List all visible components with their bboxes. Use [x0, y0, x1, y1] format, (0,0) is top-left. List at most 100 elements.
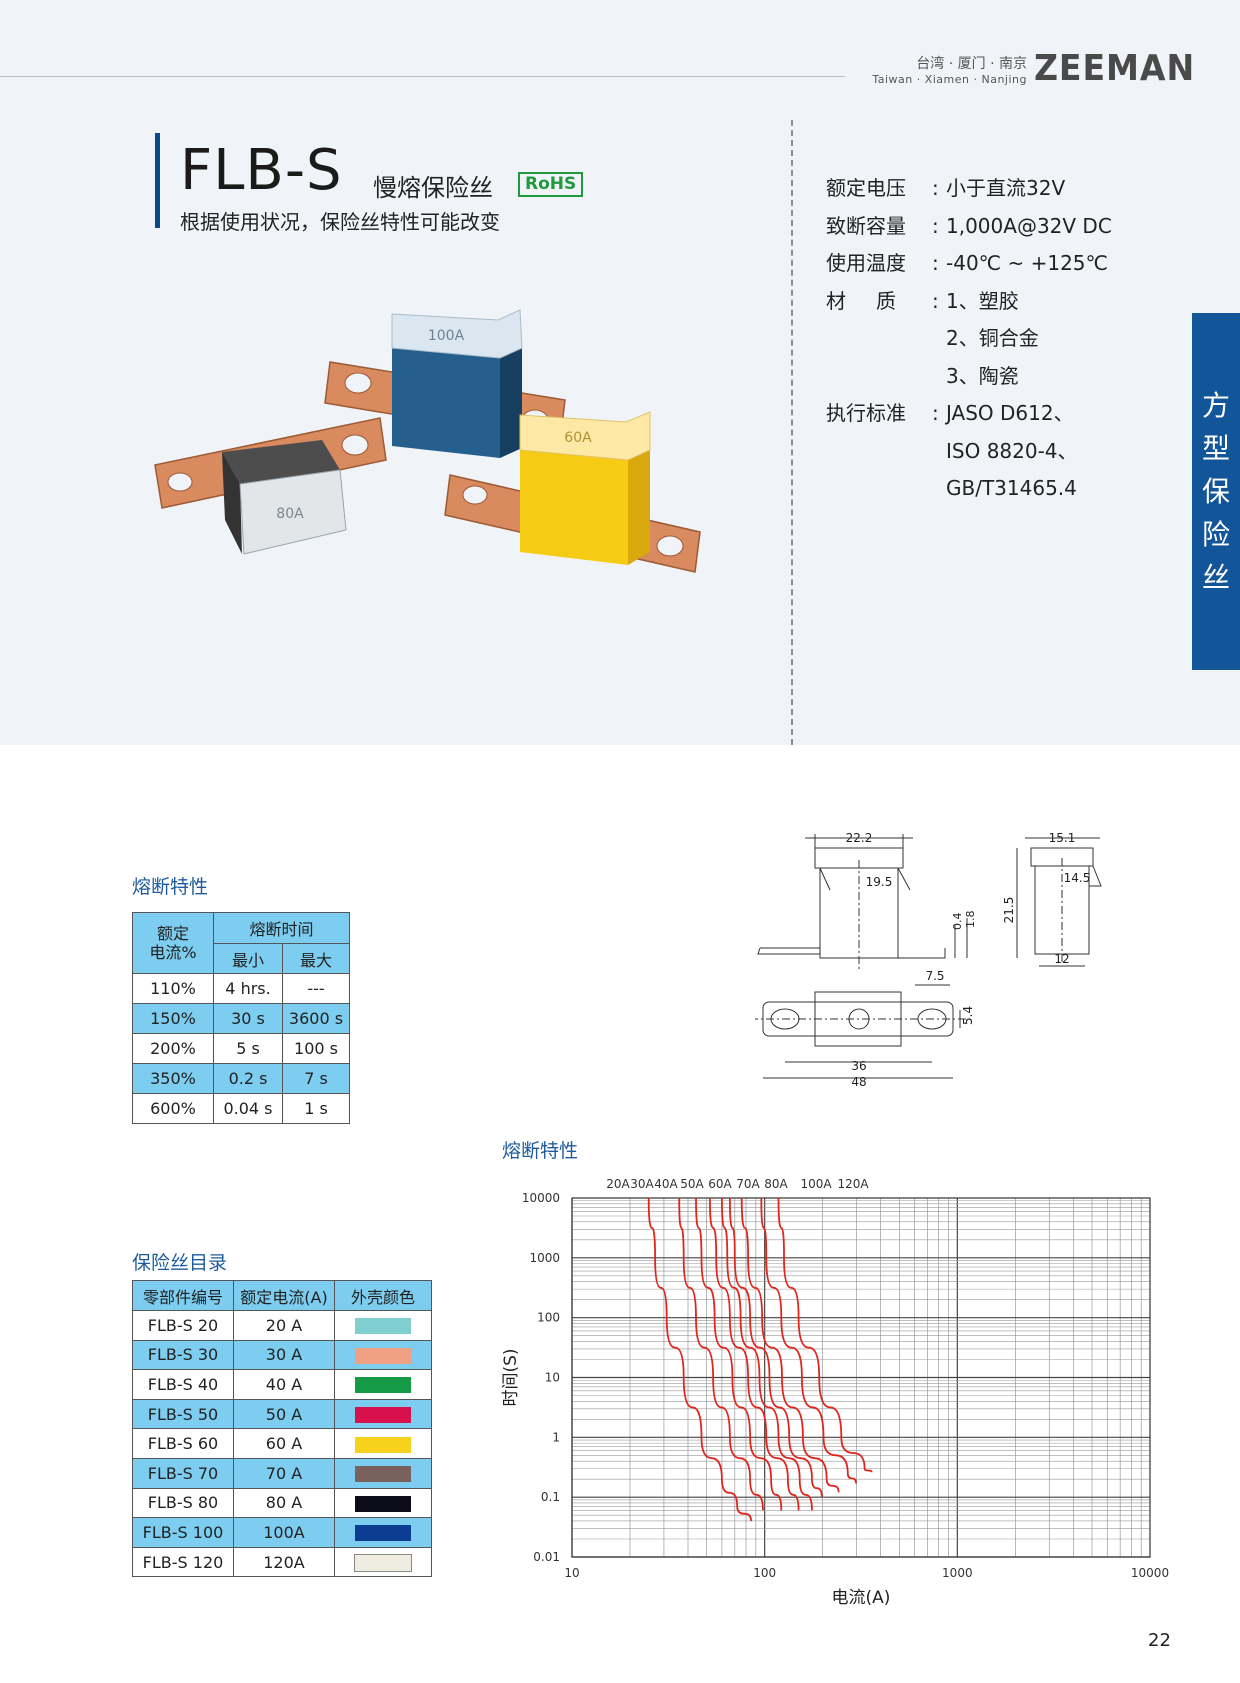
title-accent-bar	[155, 133, 160, 228]
cell-part: FLB-S 20	[132, 1310, 234, 1341]
series-label-30A: 30A	[630, 1177, 654, 1191]
y-tick-label: 100	[537, 1311, 560, 1325]
cell-part: FLB-S 30	[132, 1339, 234, 1371]
color-swatch	[355, 1377, 411, 1394]
color-swatch	[355, 1466, 411, 1483]
cell-color	[334, 1398, 432, 1430]
cell-current: 60 A	[233, 1428, 335, 1459]
rohs-badge: RoHS	[518, 172, 584, 197]
series-line-70A	[729, 1197, 823, 1498]
table-row: 110%4 hrs.---	[132, 973, 350, 1004]
y-tick-label: 1	[552, 1430, 560, 1444]
spec-value: 小于直流32V	[946, 176, 1066, 200]
spec-row: 3、陶瓷	[826, 358, 1112, 396]
color-swatch	[355, 1318, 411, 1335]
subtitle: 根据使用状况，保险丝特性可能改变	[180, 210, 500, 234]
spec-value: 1、塑胶	[946, 288, 1019, 313]
brand-logo: ZEEMAN	[1034, 48, 1196, 89]
fusing-table-heading: 熔断特性	[132, 876, 209, 898]
color-swatch	[355, 1436, 411, 1453]
spec-value: JASO D612、	[946, 401, 1074, 425]
chart-heading: 熔断特性	[502, 1140, 579, 1162]
cell-rated: 110%	[132, 973, 214, 1004]
fuse-label-80a: 80A	[276, 506, 304, 522]
cell-rated: 350%	[132, 1063, 214, 1094]
dim-side-width: 15.1	[1049, 831, 1076, 845]
spec-value: ISO 8820-4、	[946, 438, 1078, 463]
spec-label: 使用温度	[826, 251, 906, 275]
dim-slot: 7.5	[925, 969, 944, 983]
cell-min: 0.2 s	[213, 1063, 283, 1094]
product-name: 慢熔保险丝	[373, 174, 493, 202]
spec-label: 执行标准	[826, 401, 906, 425]
cell-color	[334, 1339, 432, 1371]
divider-dashed	[791, 120, 793, 745]
cell-max: ---	[282, 973, 350, 1004]
y-tick-label: 10	[545, 1371, 560, 1385]
cell-max: 3600 s	[282, 1003, 350, 1034]
y-tick-label: 0.01	[533, 1550, 560, 1564]
cell-part: FLB-S 100	[132, 1517, 234, 1548]
spec-row: 使用温度:-40℃ ~ +125℃	[826, 245, 1112, 283]
dim-pitch: 36	[851, 1059, 866, 1073]
product-photo: 100A 80A 60A	[154, 309, 701, 573]
cities-en: Taiwan · Xiamen · Nanjing	[872, 73, 1027, 86]
category-char: 方	[1201, 389, 1230, 422]
series-label-100A: 100A	[800, 1177, 832, 1191]
spec-row: GB/T31465.4	[826, 470, 1112, 508]
cell-part: FLB-S 50	[132, 1398, 234, 1430]
cities-cn: 台湾 · 厦门 · 南京	[916, 56, 1027, 72]
cell-current: 40 A	[233, 1369, 335, 1400]
spec-label: 额定电压	[826, 176, 906, 200]
catalog-table-heading: 保险丝目录	[132, 1252, 228, 1274]
cell-part: FLB-S 60	[132, 1428, 234, 1459]
color-swatch	[355, 1525, 411, 1542]
color-swatch	[355, 1495, 411, 1512]
cell-min: 30 s	[213, 1003, 283, 1034]
cell-current: 80 A	[233, 1487, 335, 1519]
category-char: 丝	[1201, 561, 1230, 594]
dim-front-t1: 0.4	[951, 913, 964, 931]
spec-row: 材质:1、塑胶	[826, 283, 1112, 321]
spec-value: 3、陶瓷	[946, 363, 1019, 388]
header-rule	[0, 76, 845, 77]
cell-color	[334, 1369, 432, 1400]
series-label-20A: 20A	[606, 1177, 630, 1191]
series-line-100A	[760, 1197, 857, 1484]
cell-color	[334, 1457, 432, 1489]
series-label-80A: 80A	[764, 1177, 788, 1191]
cell-part: FLB-S 40	[132, 1369, 234, 1400]
x-axis-label: 电流(A)	[832, 1588, 891, 1608]
cell-min: 4 hrs.	[213, 973, 283, 1004]
fusing-table: 额定 电流% 熔断时间 最小 最大 110%4 hrs.--- 150%30 s…	[132, 912, 350, 1124]
header-rated: 额定 电流%	[132, 912, 214, 974]
category-char: 险	[1201, 518, 1230, 551]
spec-row: 2、铜合金	[826, 320, 1112, 358]
category-char: 保	[1201, 475, 1230, 508]
page-number: 22	[1148, 1630, 1171, 1651]
dimension-drawing: 22.2 19.5 0.4 1.8 15.1 14.5 21.5 12 36 4…	[755, 831, 1102, 1089]
dim-side-base: 12	[1054, 952, 1069, 966]
color-swatch	[355, 1407, 411, 1424]
dim-front-t2: 1.8	[964, 911, 977, 929]
dim-side-height: 21.5	[1002, 897, 1016, 924]
cell-current: 30 A	[233, 1339, 335, 1371]
dim-overall: 48	[851, 1075, 866, 1089]
y-tick-label: 0.1	[541, 1490, 560, 1504]
cell-max: 7 s	[282, 1063, 350, 1094]
cell-max: 1 s	[282, 1093, 350, 1124]
cell-part: FLB-S 80	[132, 1487, 234, 1519]
fuse-label-60a: 60A	[564, 430, 592, 446]
series-line-30A	[678, 1197, 764, 1511]
spec-row: 致断容量:1,000A@32V DC	[826, 208, 1112, 246]
spec-label: 材质	[826, 288, 926, 313]
dim-side-inner: 14.5	[1064, 871, 1091, 885]
